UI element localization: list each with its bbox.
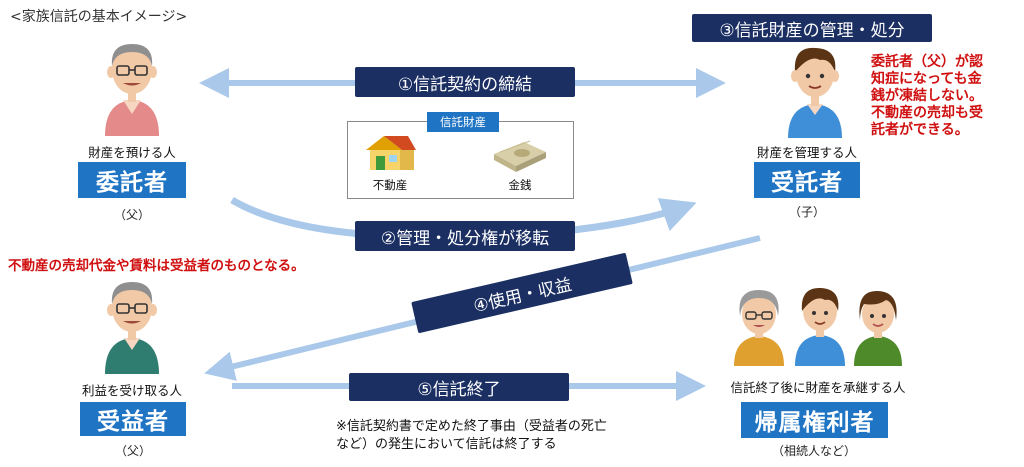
termination-note-line: ※信託契約書で定めた終了事由（受益者の死亡 <box>336 419 607 434</box>
father-icon <box>105 282 159 374</box>
real-estate-label: 不動産 <box>372 178 408 192</box>
beneficiary-note: 不動産の売却代金や賃料は受益者のものとなる。 <box>8 258 305 274</box>
trustee-note: 委託者（父）が認 知症になっても金 銭が凍結しない。 不動産の売却も受 託者がで… <box>871 54 983 139</box>
termination-note-line: など）の発生において信託は終了する <box>336 437 557 452</box>
trust-assets-tag: 信託財産 <box>427 112 499 132</box>
step-2-label: ②管理・処分権が移転 <box>355 221 575 251</box>
trustee-note-line: 託者ができる。 <box>871 122 969 138</box>
beneficiary-relation: （父） <box>114 444 151 458</box>
money-label: 金銭 <box>508 178 532 192</box>
grandmother-icon <box>734 290 784 366</box>
son-icon <box>788 47 842 138</box>
trustee-note-line: 銭が凍結しない。 <box>871 88 983 104</box>
beneficiary-title: 受益者 <box>80 402 186 436</box>
remainder-title: 帰属権利者 <box>741 402 888 438</box>
father-icon <box>105 44 159 136</box>
remainder-description: 信託終了後に財産を承継する人 <box>730 380 906 395</box>
settlor-relation: （父） <box>113 208 150 222</box>
trustee-title: 受託者 <box>754 162 860 198</box>
remainder-relation: （相続人など） <box>771 444 856 458</box>
settlor-title: 委託者 <box>78 162 186 198</box>
son-icon <box>795 287 845 366</box>
trustee-relation: （子） <box>788 205 825 219</box>
trustee-note-line: 委託者（父）が認 <box>871 54 983 70</box>
house-icon <box>366 136 416 170</box>
termination-note: ※信託契約書で定めた終了事由（受益者の死亡 など）の発生において信託は終了する <box>336 418 607 454</box>
settlor-description: 財産を預ける人 <box>88 145 176 160</box>
trustee-note-line: 知症になっても金 <box>871 71 982 87</box>
trustee-description: 財産を管理する人 <box>756 145 857 160</box>
step-1-label: ①信託契約の締結 <box>355 67 575 97</box>
trustee-note-line: 不動産の売却も受 <box>871 105 983 121</box>
diagram-caption: <家族信託の基本イメージ> <box>10 9 188 25</box>
beneficiary-description: 利益を受け取る人 <box>81 383 182 398</box>
money-stack-icon <box>494 140 546 172</box>
daughter-icon <box>854 290 902 366</box>
step-3-label: ③信託財産の管理・処分 <box>692 14 932 42</box>
step-5-label: ⑤信託終了 <box>349 373 569 401</box>
